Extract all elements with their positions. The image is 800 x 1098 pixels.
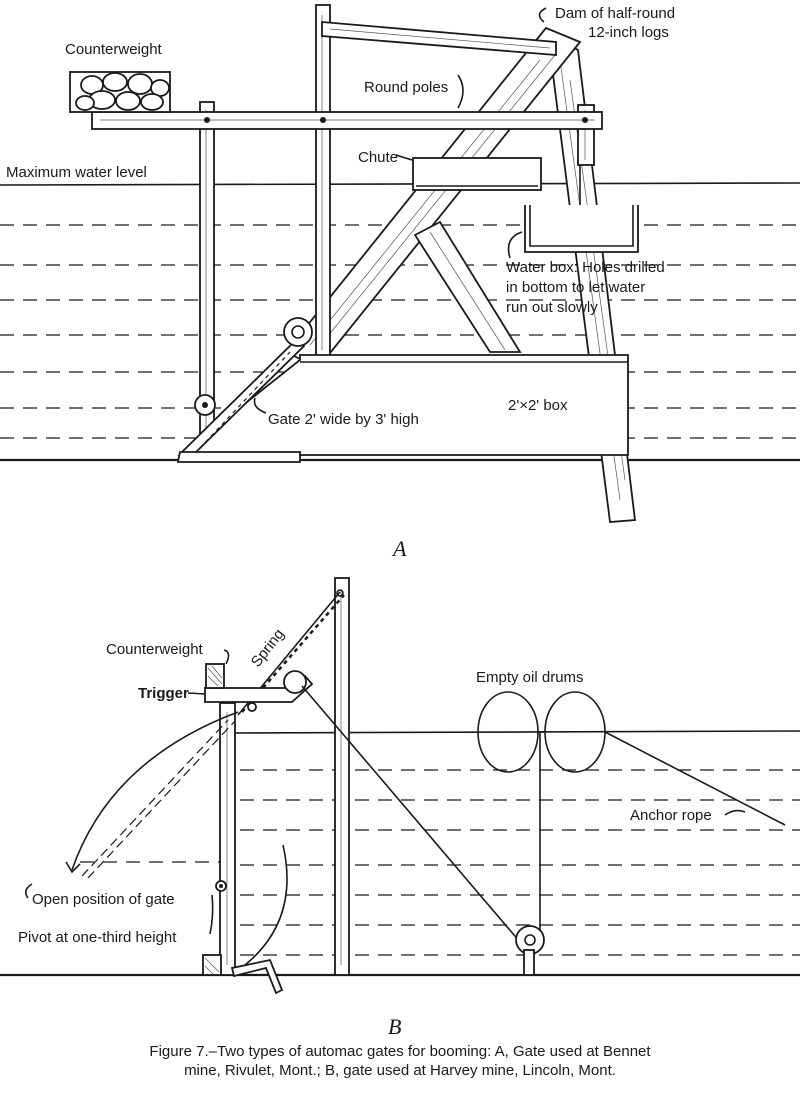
dam-label-line2: 12-inch logs — [588, 24, 669, 41]
brace — [413, 220, 522, 353]
round-pole-top — [321, 21, 557, 56]
max-water-label: Maximum water level — [6, 164, 147, 181]
trigger-rope — [301, 685, 521, 943]
round-poles-bracket — [457, 74, 464, 109]
water-box-label-line3: run out slowly — [506, 299, 598, 316]
pivot-leader — [209, 894, 214, 935]
chute-leader — [395, 154, 413, 161]
water-lines-b — [240, 769, 800, 956]
gate-b — [219, 702, 236, 976]
gate-leader — [253, 397, 267, 414]
anchor-rope — [604, 731, 786, 826]
counterweight-a-label: Counterweight — [65, 41, 163, 58]
spring-label: Spring — [248, 626, 288, 671]
water-surface-b — [231, 730, 800, 734]
counterweight-b-label: Counterweight — [106, 641, 204, 658]
chute-label: Chute — [358, 149, 398, 166]
oil-drums-label: Empty oil drums — [476, 669, 584, 686]
trigger-label: Trigger — [138, 685, 189, 702]
gate-a-label: Gate 2' wide by 3' high — [268, 411, 419, 428]
diagram-b: Counterweight Spring Trigger Empty oil d… — [0, 577, 800, 1039]
max-water-line — [0, 182, 800, 186]
gate-swing-arc — [244, 844, 288, 966]
counterweight-b-leader — [223, 649, 230, 665]
water-box-label-line2: in bottom to let water — [506, 279, 645, 296]
counterweight-a — [69, 71, 171, 113]
open-position-leader — [24, 883, 33, 899]
open-position-label: Open position of gate — [32, 891, 175, 908]
horizontal-beam — [91, 111, 603, 130]
post-b — [334, 577, 350, 976]
pulley — [515, 925, 545, 976]
trigger-arm — [204, 670, 314, 712]
anchor-rope-leader — [724, 809, 746, 816]
pivot — [215, 880, 227, 892]
box-label: 2'×2' box — [508, 397, 568, 414]
counterweight-b — [205, 663, 225, 689]
dam-leader — [538, 7, 547, 23]
caption-line1: Figure 7.–Two types of automac gates for… — [149, 1043, 651, 1060]
posts-a — [199, 4, 595, 443]
caption-line2: mine, Rivulet, Mont.; B, gate used at Ha… — [184, 1062, 616, 1079]
panel-b-label: B — [388, 1014, 401, 1039]
pivot-label: Pivot at one-third height — [18, 929, 177, 946]
trigger-leader — [187, 692, 206, 695]
anchor-rope-label: Anchor rope — [630, 807, 712, 824]
chute — [412, 157, 542, 191]
box-2x2 — [177, 354, 629, 456]
panel-a-label: A — [391, 536, 407, 561]
water-box-label-line1: Water box: Holes drilled — [506, 259, 665, 276]
dam-label-line1: Dam of half-round — [555, 5, 675, 22]
water-box-leader — [507, 231, 523, 259]
water-box — [524, 165, 639, 253]
diagram-a: Counterweight Dam of half-round 12-inch … — [0, 4, 800, 561]
gate-sill — [202, 954, 284, 995]
open-gate-position — [65, 711, 239, 879]
round-poles-label: Round poles — [364, 79, 448, 96]
figure-caption: Figure 7.–Two types of automac gates for… — [40, 1042, 760, 1080]
gate-a — [176, 317, 313, 463]
